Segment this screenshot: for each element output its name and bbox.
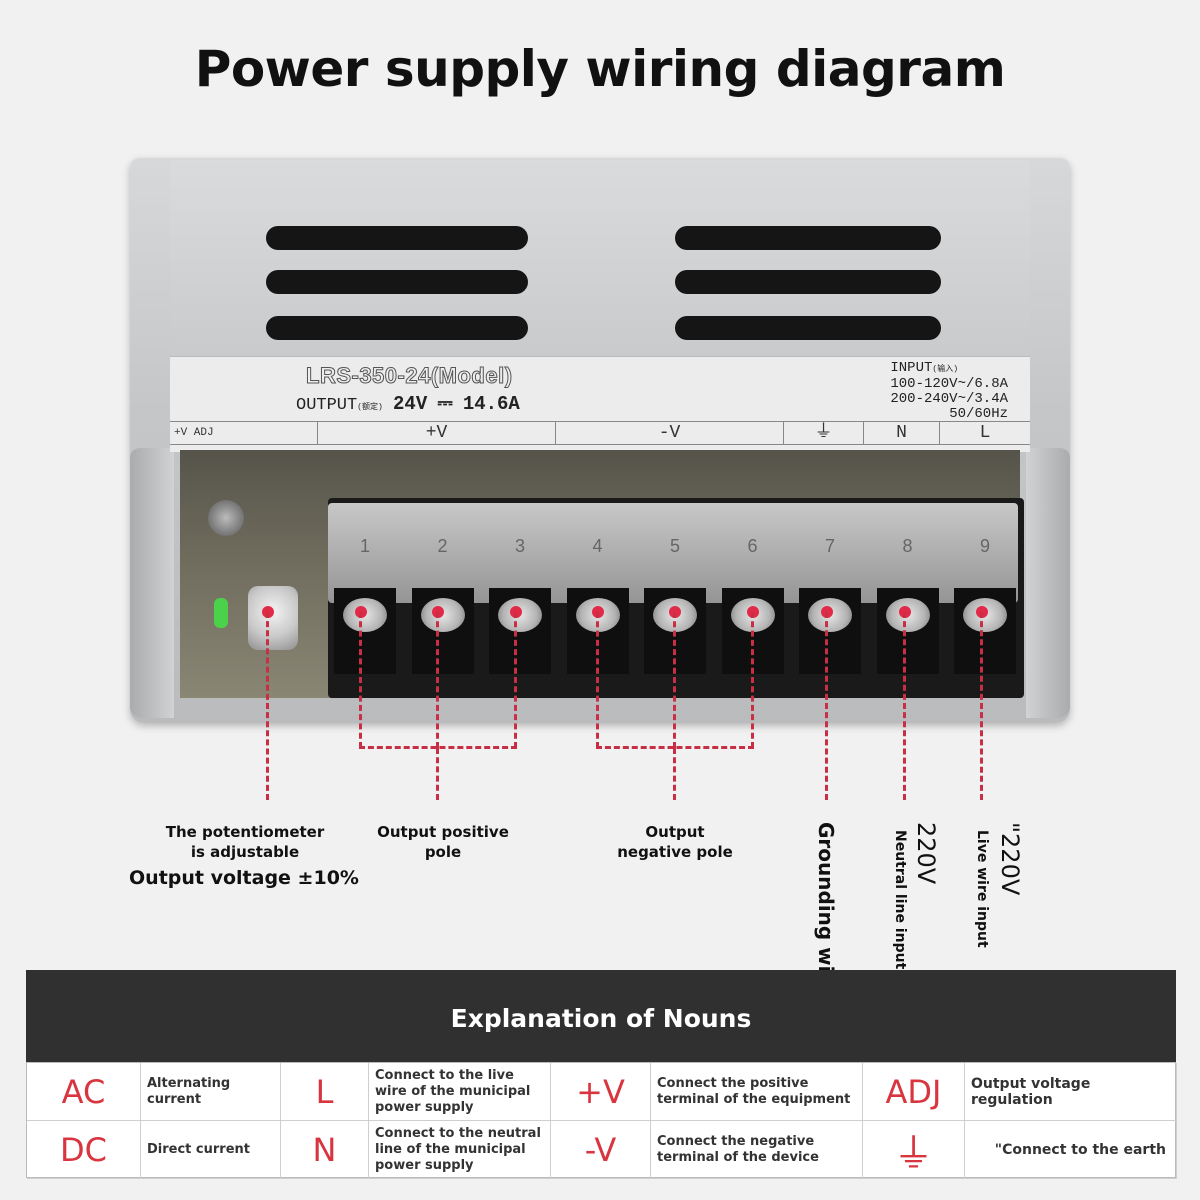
page-title: Power supply wiring diagram [194,40,1006,98]
potentiometer-callout: The potentiometer is adjustable [150,822,340,862]
noun-symbol: DC [27,1121,141,1179]
input-line: 50/60Hz [949,406,1008,422]
power-led-icon [214,598,228,628]
negative-line [751,612,754,748]
terminal-number: 4 [592,536,603,556]
noun-description: "Connect to the earth [965,1121,1177,1179]
output-label: OUTPUT [296,396,358,415]
noun-symbol: ADJ [863,1063,965,1121]
psu-side-right [1026,448,1070,718]
ground-line [825,612,828,800]
terminal-label-row: +V ADJ +V -V ⏚ N L [170,421,1030,445]
negative-line [596,612,599,748]
live-line [980,612,983,800]
input-label: INPUT [890,360,933,376]
nouns-header: Explanation of Nouns [26,970,1176,1062]
vent-slot [675,270,941,294]
neutral-callout: Neutral line input [892,830,908,970]
live-callout: Live wire input [974,830,990,948]
noun-description: Output voltage regulation [965,1063,1177,1121]
dc-symbol-icon: ⎓ [437,393,453,415]
terminal-number: 3 [514,536,525,556]
terminal-cover [328,503,1018,603]
terminal-number: 6 [747,536,758,556]
vent-slot [675,226,941,250]
psu-side-left [130,448,174,718]
output-voltage-callout: Output voltage ±10% [129,867,359,889]
noun-symbol: -V [551,1121,651,1179]
positive-line [359,612,362,748]
noun-description: Alternating current [141,1063,281,1121]
neutral-line [903,612,906,800]
noun-symbol: +V [551,1063,651,1121]
input-line: 100-120V~/6.8A [890,376,1008,392]
psu-top-cover [170,160,1030,360]
model-number: LRS-350-24(Model) [306,363,513,389]
noun-symbol: AC [27,1063,141,1121]
input-label-small: (输入) [932,365,958,374]
vent-slot [266,270,528,294]
vent-slot [675,316,941,340]
pcb-screw [208,500,244,536]
output-voltage: 24V [393,393,428,415]
output-rating: OUTPUT(额定) 24V ⎓ 14.6A [296,393,520,415]
output-label-small: (额定) [357,403,383,412]
noun-symbol: L [281,1063,369,1121]
vent-slot [266,226,528,250]
grounding-callout: Grounding wire [814,822,838,996]
callout-text: negative pole [617,843,733,861]
terminal-number: 5 [669,536,680,556]
positive-line [436,748,439,800]
nouns-title: Explanation of Nouns [450,1004,752,1033]
ground-symbol-icon: ⏚ [863,1121,965,1179]
negative-bridge [596,746,754,749]
terminal-number: 9 [979,536,990,556]
potentiometer [248,586,298,650]
terminal-label-adj: +V ADJ [170,422,318,444]
vent-slot [266,316,528,340]
terminal-number: 7 [824,536,835,556]
positive-line [514,612,517,748]
power-supply-illustration: LRS-350-24(Model) OUTPUT(额定) 24V ⎓ 14.6A… [130,158,1070,723]
callout-text: Output [645,823,705,841]
noun-description: Connect to the live wire of the municipa… [369,1063,551,1121]
terminal-label-live: L [979,423,991,443]
terminal-number: 2 [437,536,448,556]
positive-bridge [359,746,517,749]
terminal-label-ground-icon: ⏚ [784,422,864,444]
positive-line [436,612,439,748]
noun-symbol: N [281,1121,369,1179]
terminal-label-positive: +V [318,422,556,444]
negative-line [673,748,676,800]
terminal-label-neutral: N [864,422,940,444]
callout-text: pole [424,843,462,861]
potentiometer-line [266,612,269,800]
noun-description: Connect the positive terminal of the equ… [651,1063,863,1121]
negative-line [673,612,676,748]
terminal-number: 8 [902,536,913,556]
terminal-label-negative: -V [556,422,784,444]
noun-description: Direct current [141,1121,281,1179]
callout-text: is adjustable [190,843,300,861]
noun-description: Connect to the neutral line of the munic… [369,1121,551,1179]
positive-pole-callout: Output positive pole [368,822,518,862]
terminal-number: 1 [359,536,370,556]
input-line: 200-240V~/3.4A [890,391,1008,407]
input-rating: INPUT(输入) 100-120V~/6.8A 200-240V~/3.4A … [890,361,1008,422]
noun-description: Connect the negative terminal of the dev… [651,1121,863,1179]
rating-label: LRS-350-24(Model) OUTPUT(额定) 24V ⎓ 14.6A… [170,356,1030,452]
output-current: 14.6A [462,393,520,415]
neutral-voltage-callout: 220V [912,822,940,885]
callout-text: Output positive [377,823,509,841]
negative-pole-callout: Output negative pole [600,822,750,862]
live-voltage-callout: "220V [996,822,1024,896]
callout-text: The potentiometer [165,823,325,841]
